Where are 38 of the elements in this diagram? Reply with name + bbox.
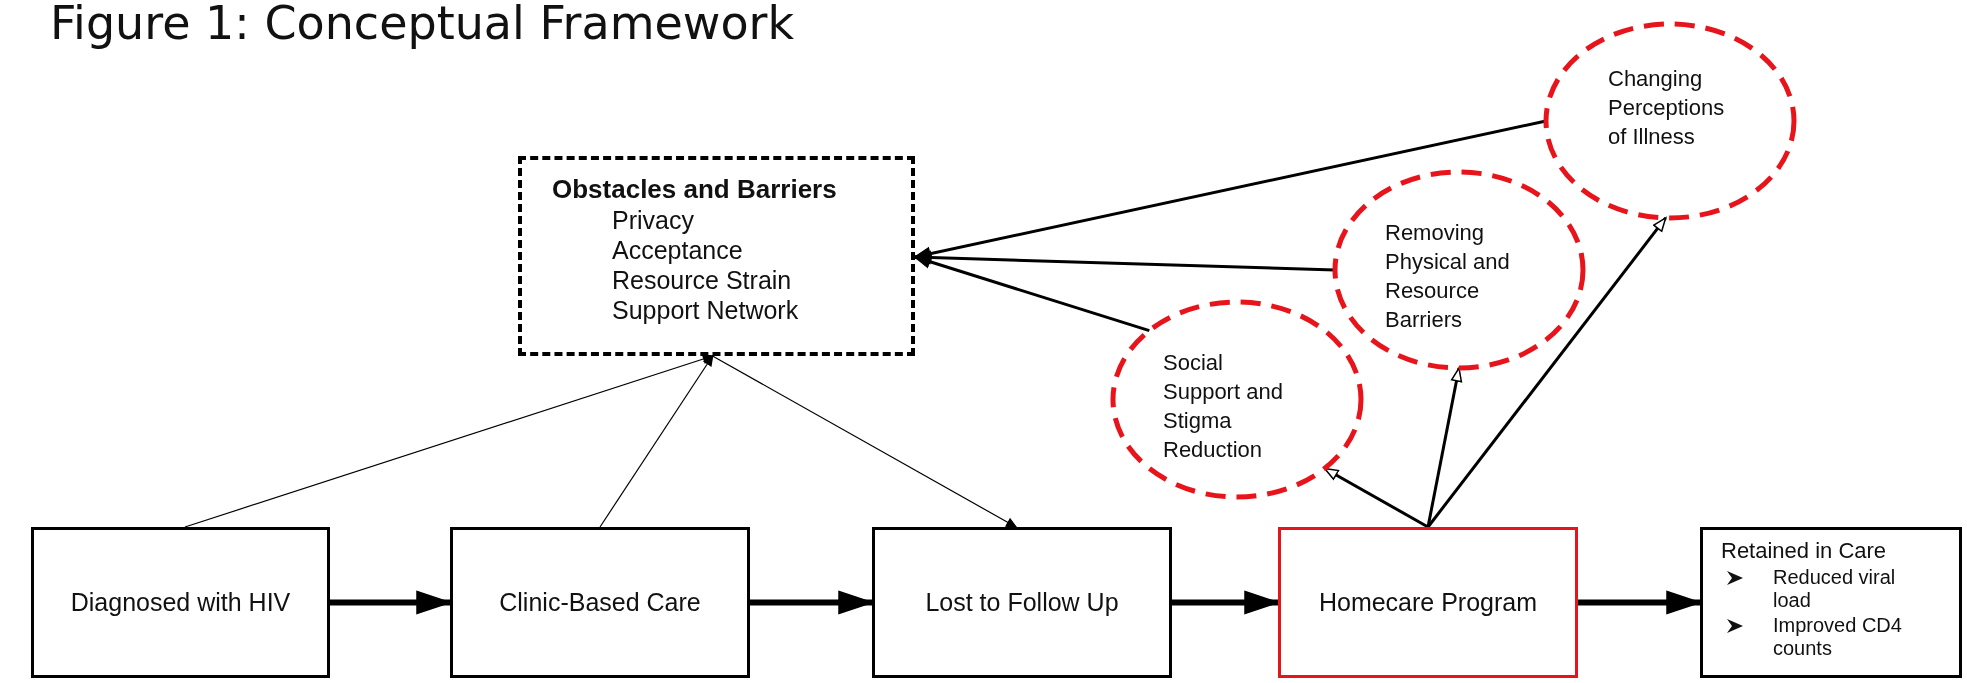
- box-heading: Retained in Care: [1721, 538, 1888, 564]
- box-label: Clinic-Based Care: [499, 588, 701, 617]
- list-item: Resource Strain: [612, 265, 793, 295]
- arrow: [1426, 217, 1667, 528]
- figure-title: Figure 1: Conceptual Framework: [50, 0, 795, 50]
- box-heading: Obstacles and Barriers: [552, 174, 838, 205]
- arrow: [330, 590, 451, 615]
- arrow: [1323, 467, 1429, 529]
- box-label: Homecare Program: [1318, 588, 1538, 617]
- dashed-box: [518, 156, 915, 356]
- list-item: Reduced viral load: [1773, 566, 1897, 612]
- box-label: Lost to Follow Up: [925, 588, 1119, 617]
- ellipse-label: Changing Perceptions of Illness: [1608, 65, 1726, 151]
- list-item: Improved CD4 counts: [1773, 614, 1903, 660]
- list-item: Privacy: [612, 205, 695, 235]
- list-item: Acceptance: [612, 235, 744, 265]
- list-item: Support Network: [612, 295, 800, 325]
- arrow: [1426, 367, 1463, 528]
- arrow: [914, 255, 1150, 332]
- arrow: [1578, 590, 1701, 615]
- arrow: [711, 355, 1017, 528]
- arrow: [750, 590, 873, 615]
- arrow: [914, 250, 1336, 272]
- dashed-ellipse: [1544, 22, 1796, 220]
- ellipse-label: Removing Physical and Resource Barriers: [1385, 219, 1511, 334]
- process-box: [872, 527, 1172, 678]
- ellipse-label: Social Support and Stigma Reduction: [1163, 349, 1284, 464]
- process-box: [450, 527, 750, 678]
- arrow: [184, 354, 714, 528]
- arrow: [599, 355, 714, 528]
- arrow: [1172, 590, 1279, 615]
- dashed-ellipse: [1111, 300, 1363, 499]
- process-box: [31, 527, 330, 678]
- process-box: [1278, 527, 1578, 678]
- process-box: [1700, 527, 1962, 678]
- arrow: [914, 119, 1547, 261]
- dashed-ellipse: [1333, 170, 1585, 370]
- box-label: Diagnosed with HIV: [70, 588, 291, 617]
